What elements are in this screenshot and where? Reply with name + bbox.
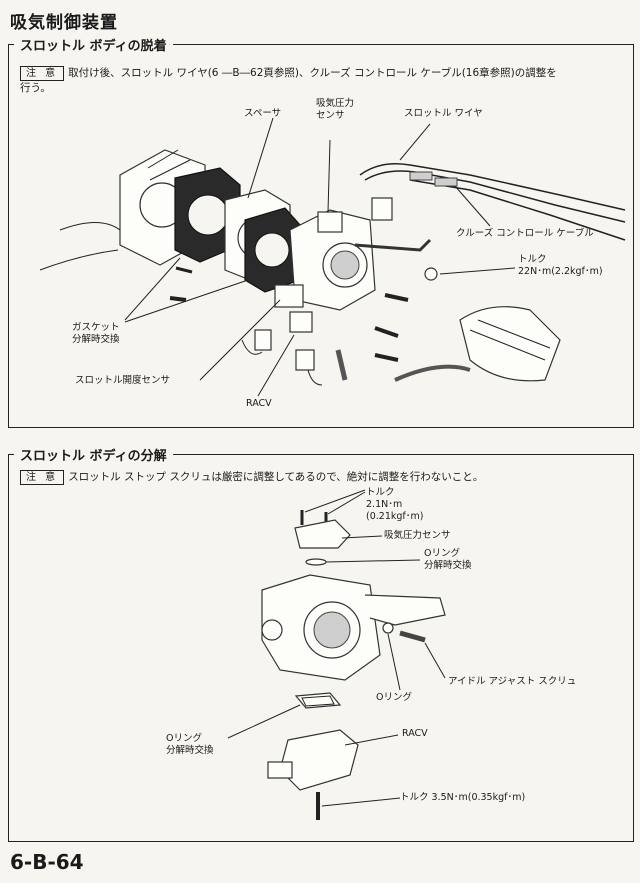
racv-part xyxy=(289,311,313,333)
removal-note-text-2: 行う。 xyxy=(20,82,51,94)
label-idle-screw: アイドル アジャスト スクリュ xyxy=(448,676,577,687)
tps-part xyxy=(274,284,304,308)
torque-nut xyxy=(424,267,438,281)
label-cruise-cable: クルーズ コントロール ケーブル xyxy=(456,228,594,239)
page-title: 吸気制御装置 xyxy=(10,13,118,33)
racv-valve xyxy=(279,729,359,791)
intake-duct xyxy=(459,306,561,382)
label-map-sensor-line1: 吸気圧力 xyxy=(316,98,355,109)
section-removal-frame xyxy=(8,44,634,428)
label-torque-2-1: トルク 2.1N･m (0.21kgf･m) xyxy=(366,487,423,523)
label-torque-2-1-line1: トルク xyxy=(366,487,395,498)
label-oring-3-line1: Oリング xyxy=(166,733,202,744)
label-gasket: ガスケット 分解時交換 xyxy=(72,322,120,346)
label-map-sensor-2: 吸気圧力センサ xyxy=(384,530,451,541)
removal-note: 注 意取付け後、スロットル ワイヤ(6 ―B―62頁参照)、クルーズ コントロー… xyxy=(20,66,625,96)
page-number: 6-B-64 xyxy=(10,850,84,874)
label-torque-22-line1: トルク xyxy=(518,254,547,265)
label-oring-1: Oリング 分解時交換 xyxy=(424,548,472,572)
note-badge-2: 注 意 xyxy=(20,470,65,485)
section-disassembly-frame xyxy=(8,454,634,842)
label-oring-3-line2: 分解時交換 xyxy=(166,745,214,756)
label-racv-1: RACV xyxy=(246,398,272,409)
label-torque-2-1-line2: 2.1N･m xyxy=(366,499,403,510)
label-torque-3-5: トルク 3.5N･m(0.35kgf･m) xyxy=(400,792,526,803)
disassembly-note-text: スロットル ストップ スクリュは厳密に調整してあるので、絶対に調整を行わないこと… xyxy=(68,471,484,483)
label-gasket-line2: 分解時交換 xyxy=(72,334,120,345)
section-removal-title: スロットル ボディの脱着 xyxy=(14,35,173,54)
label-racv-2: RACV xyxy=(402,728,428,739)
section-disassembly-title: スロットル ボディの分解 xyxy=(14,445,173,464)
oring-2 xyxy=(382,622,394,634)
label-oring-1-line2: 分解時交換 xyxy=(424,560,472,571)
label-spacer: スペーサ xyxy=(244,108,282,119)
label-torque-22-line2: 22N･m(2.2kgf･m) xyxy=(518,266,603,277)
label-oring-3: Oリング 分解時交換 xyxy=(166,733,214,757)
label-map-sensor-line2: センサ xyxy=(316,110,345,121)
label-throttle-wire: スロットル ワイヤ xyxy=(404,108,483,119)
oring-3 xyxy=(294,692,342,709)
label-torque-22: トルク 22N･m(2.2kgf･m) xyxy=(518,254,603,278)
map-sensor-small xyxy=(294,519,351,549)
throttle-lever xyxy=(364,594,446,626)
label-tps: スロットル開度センサ xyxy=(75,375,171,386)
removal-note-text-1: 取付け後、スロットル ワイヤ(6 ―B―62頁参照)、クルーズ コントロール ケ… xyxy=(68,67,557,79)
oring-1 xyxy=(305,558,327,566)
disassembly-note: 注 意スロットル ストップ スクリュは厳密に調整してあるので、絶対に調整を行わな… xyxy=(20,470,625,485)
label-torque-2-1-line3: (0.21kgf･m) xyxy=(366,511,424,522)
label-map-sensor: 吸気圧力 センサ xyxy=(316,98,354,122)
label-gasket-line1: ガスケット xyxy=(72,322,120,333)
label-oring-1-line1: Oリング xyxy=(424,548,460,559)
label-oring-2: Oリング xyxy=(376,692,412,703)
map-sensor-part xyxy=(317,211,343,233)
